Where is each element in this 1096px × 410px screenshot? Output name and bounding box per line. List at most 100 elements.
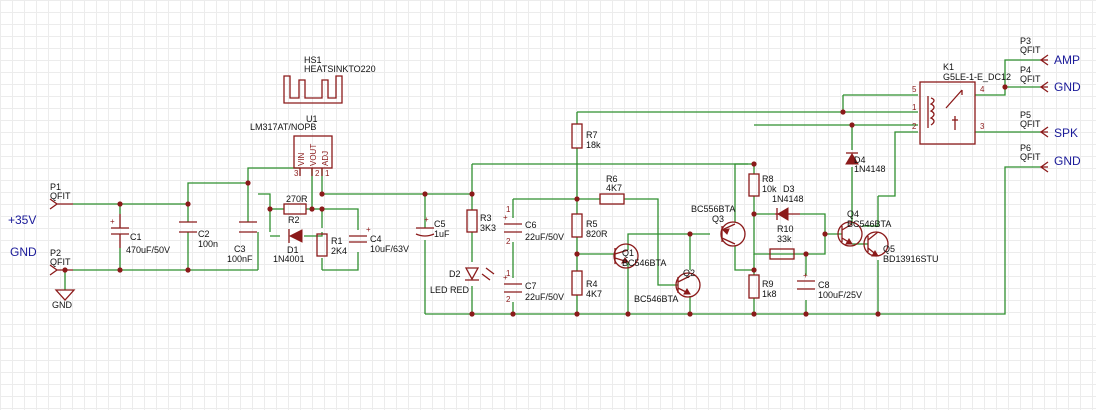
r1-value: 2K4 [331, 246, 347, 256]
r9-ref: R9 [762, 279, 774, 289]
svg-text:+: + [366, 225, 371, 234]
capacitor-c2: C2 100n [179, 221, 218, 249]
d3-value: 1N4148 [772, 194, 804, 204]
q3-ref: Q3 [712, 214, 724, 224]
r8-ref: R8 [762, 174, 774, 184]
r7-value: 18k [586, 140, 601, 150]
c2-value: 100n [198, 239, 218, 249]
u1-pin-adj: ADJ [321, 151, 330, 166]
svg-text:+: + [503, 213, 508, 222]
k1-ref: K1 [943, 62, 954, 72]
resistor-r10: R10 33k [769, 224, 795, 260]
p5-value: QFIT [1020, 119, 1041, 129]
u1-ref: U1 [306, 114, 318, 124]
c3-value: 100nF [227, 254, 253, 264]
c4-ref: C4 [370, 234, 382, 244]
r6-value: 4K7 [606, 183, 622, 193]
u1-pin-vout: VOUT [309, 144, 318, 166]
relay-k1: K1 G5LE-1-E_DC12 5 4 1 2 3 [912, 62, 1011, 145]
heatsink-hs1: HS1 HEATSINKTO220 [283, 55, 376, 104]
r7-ref: R7 [586, 130, 598, 140]
hs1-ref: HS1 [304, 55, 322, 65]
svg-text:2: 2 [912, 122, 917, 131]
net-amp: AMP [1054, 53, 1080, 67]
resistor-r8: R8 10k [748, 173, 777, 197]
d4-ref: D4 [854, 155, 866, 165]
k1-value: G5LE-1-E_DC12 [943, 72, 1011, 82]
capacitor-c1: + C1 470uF/50V [110, 214, 170, 255]
svg-text:4: 4 [980, 85, 985, 94]
r10-value: 33k [777, 234, 792, 244]
resistor-r3: R3 3K3 [466, 209, 496, 233]
resistor-r4: R4 4K7 [571, 270, 602, 299]
transistor-q2: Q2 BC546BTA [634, 268, 701, 304]
c8-ref: C8 [818, 280, 830, 290]
r1-ref: R1 [331, 236, 343, 246]
capacitor-c5: + C5 1uF [415, 215, 450, 239]
p3-ref: P3 [1020, 36, 1031, 46]
net-spk: SPK [1054, 126, 1078, 140]
c8-value: 100uF/25V [818, 290, 862, 300]
net-gnd-output-2: GND [1054, 154, 1081, 168]
transistor-q4: Q4 BC546BTA [837, 209, 891, 247]
svg-text:+: + [503, 273, 508, 282]
d1-value: 1N4001 [273, 254, 305, 264]
connector-p2: P2 QFIT [49, 248, 73, 276]
hs1-value: HEATSINKTO220 [304, 64, 376, 74]
diode-d3: D3 1N4148 [772, 184, 804, 221]
svg-text:+: + [110, 217, 115, 226]
svg-text:+: + [424, 215, 429, 224]
r10-ref: R10 [777, 224, 794, 234]
p2-value: QFIT [50, 257, 71, 267]
regulator-u1: LM317AT/NOPB U1 VIN VOUT ADJ 3 2 1 [250, 114, 333, 178]
transistor-q1: Q1 BC546BTA [613, 243, 666, 269]
wires [64, 59, 1040, 315]
net-gnd-input: GND [10, 245, 37, 259]
q1-ref: Q1 [622, 248, 634, 258]
d2-ref: D2 [449, 269, 461, 279]
svg-text:3: 3 [980, 122, 985, 131]
led-d2: D2 LED RED [430, 267, 495, 295]
transistor-q5: Q5 BD13916STU [863, 231, 939, 264]
p2-ref: P2 [50, 248, 61, 258]
p3-value: QFIT [1020, 45, 1041, 55]
u1-pin-num-2: 2 [315, 169, 320, 178]
d4-value: 1N4148 [854, 164, 886, 174]
capacitor-c4: + C4 10uF/63V [349, 225, 409, 254]
c7-ref: C7 [525, 281, 537, 291]
r6-ref: R6 [606, 174, 618, 184]
capacitor-c7: + 1 2 C7 22uF/50V [503, 269, 564, 304]
capacitor-c8: + C8 100uF/25V [797, 271, 862, 300]
r5-value: 820R [586, 229, 608, 239]
u1-pin-num-1: 1 [325, 169, 330, 178]
svg-text:+: + [803, 271, 808, 280]
resistor-r2: 270R R2 [283, 194, 308, 225]
c4-value: 10uF/63V [370, 244, 409, 254]
c3-ref: C3 [234, 244, 246, 254]
c1-value: 470uF/50V [126, 245, 170, 255]
d1-ref: D1 [287, 245, 299, 255]
diode-d4: D4 1N4148 [845, 152, 886, 174]
net-gnd-output-1: GND [1054, 80, 1081, 94]
p6-value: QFIT [1020, 152, 1041, 162]
diode-d1: D1 1N4001 [273, 229, 305, 264]
p4-value: QFIT [1020, 74, 1041, 84]
p4-ref: P4 [1020, 65, 1031, 75]
r3-value: 3K3 [480, 223, 496, 233]
junctions [62, 84, 1008, 317]
u1-value: LM317AT/NOPB [250, 122, 316, 132]
c5-ref: C5 [434, 219, 446, 229]
connector-p1: P1 QFIT [49, 182, 73, 210]
svg-text:1: 1 [506, 205, 511, 214]
q1-value: BC546BTA [622, 258, 666, 268]
p6-ref: P6 [1020, 143, 1031, 153]
c6-value: 22uF/50V [525, 232, 564, 242]
c5-value: 1uF [434, 229, 450, 239]
q5-value: BD13916STU [883, 254, 939, 264]
r2-value: 270R [286, 194, 308, 204]
net-plus35v: +35V [8, 213, 36, 227]
connector-p6: P6 QFIT [1020, 143, 1049, 173]
c1-ref: C1 [130, 232, 142, 242]
p1-ref: P1 [50, 182, 61, 192]
capacitor-c6: + 1 2 C6 22uF/50V [503, 205, 564, 246]
